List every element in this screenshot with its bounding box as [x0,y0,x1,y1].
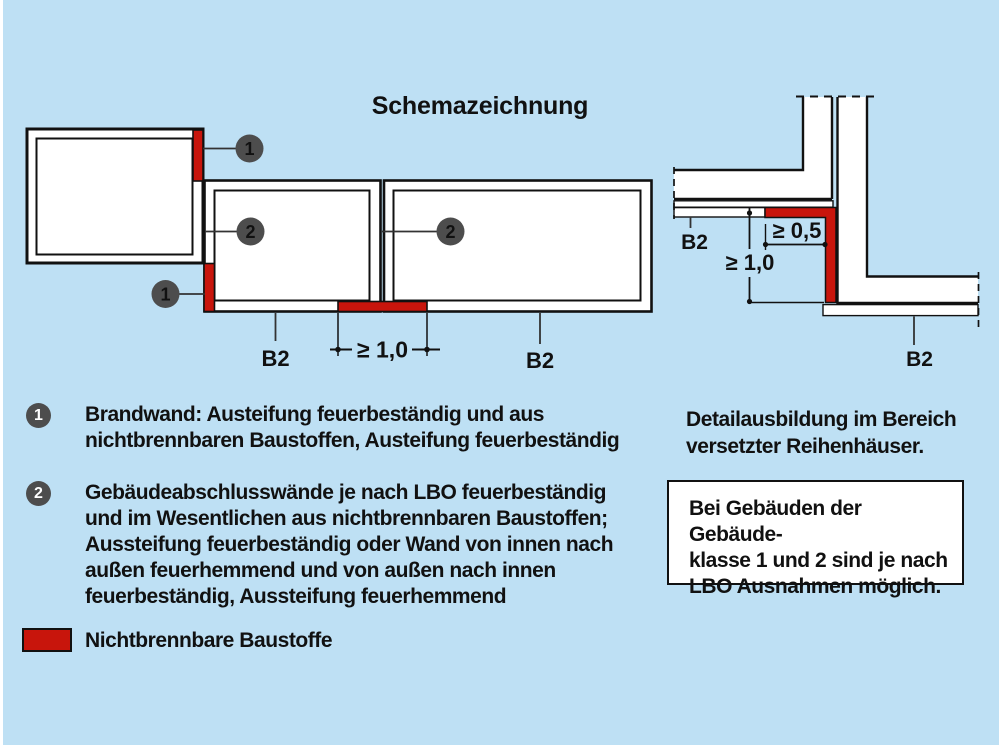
marker-2-middle: 2 [205,217,265,246]
noncombustible-strip-bottom [337,300,428,313]
detail-b2-bottom: B2 [906,316,933,371]
building-left [25,127,205,265]
marker-1-bottom: 1 [151,280,205,308]
page-title: Schemazeichnung [371,92,589,120]
detail-drawing: ≥ 0,5 ≥ 1,0 B2 B2 [673,95,980,371]
building-middle [203,179,382,313]
detail-red-strip [764,206,837,304]
note-1-marker: 1 [26,403,51,428]
svg-text:B2: B2 [261,346,289,371]
detail-b2-left: B2 [681,217,708,254]
dimension-bottom: ≥ 1,0 [330,313,440,363]
firewall-red-strip-left [203,262,216,313]
legend-label: Nichtbrennbare Baustoffe [85,629,333,652]
svg-text:B2: B2 [906,348,933,371]
marker-1-top: 1 [203,134,264,163]
marker-2-right: 2 [382,217,465,246]
b2-label-left: B2 [261,313,290,371]
info-box: Bei Gebäuden der Gebäude- klasse 1 und 2… [667,480,964,598]
note-2-text: Gebäudeabschlusswände je nach LBO feuerb… [85,481,614,608]
detail-lower-wall [837,97,978,303]
building-right [382,179,653,313]
svg-text:B2: B2 [526,348,554,373]
marker-1-bottom-label: 1 [160,285,170,305]
svg-text:≥ 0,5: ≥ 0,5 [773,218,822,243]
detail-dimension-horizontal: ≥ 0,5 [762,218,828,250]
info-box-text: Bei Gebäuden der Gebäude- klasse 1 und 2… [689,497,948,598]
detail-upper-wall [674,97,832,199]
detail-caption: Detailausbildung im Bereich versetzter R… [686,408,957,458]
legend-red-swatch [22,628,72,652]
detail-dimension-vertical: ≥ 1,0 [726,208,824,305]
note-2-marker: 2 [26,481,51,506]
marker-2-right-label: 2 [445,222,455,242]
left-edge-strip [0,0,3,750]
dim-bottom-value: ≥ 1,0 [357,337,408,363]
svg-text:≥ 1,0: ≥ 1,0 [726,250,775,275]
bottom-edge-strip [0,745,999,750]
marker-1-top-label: 1 [244,139,254,159]
firewall-red-strip-top [192,129,204,182]
svg-text:B2: B2 [681,231,708,254]
marker-2-middle-label: 2 [245,222,255,242]
b2-label-right: B2 [526,313,554,373]
note-1-text: Brandwand: Austeifung feuerbeständig und… [85,403,620,452]
